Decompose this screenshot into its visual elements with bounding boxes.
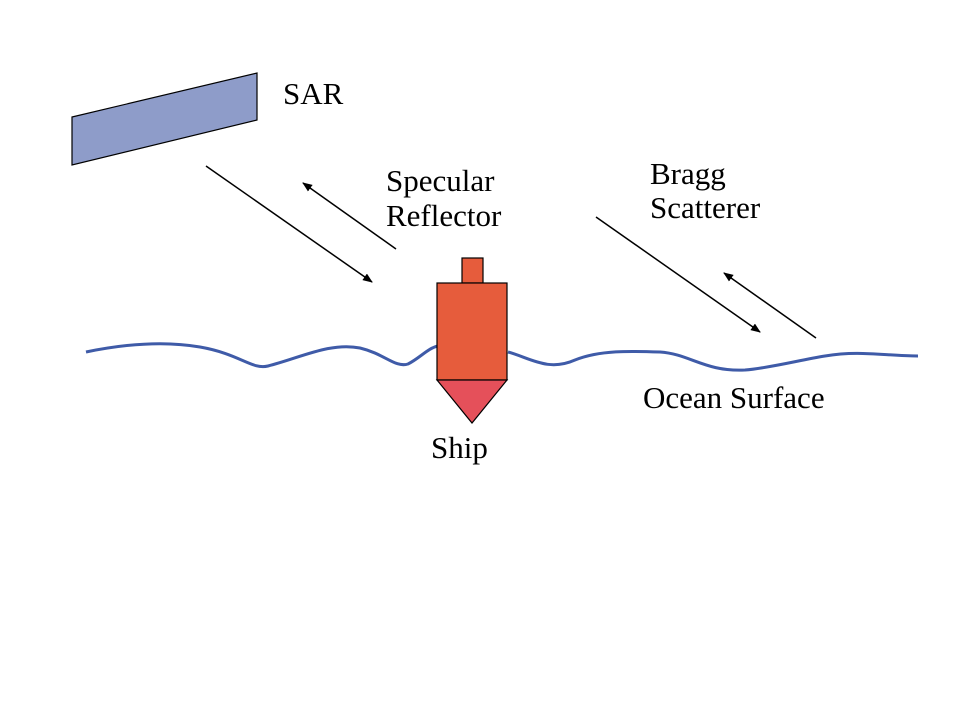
bragg-label-line2: Scatterer: [650, 190, 761, 225]
specular-label-line2: Reflector: [386, 198, 502, 233]
ocean-surface-label: Ocean Surface: [643, 380, 825, 415]
ship-mast: [461, 257, 484, 284]
ship: [435, 257, 509, 424]
ship-label: Ship: [431, 430, 488, 465]
specular-return-arrow: [302, 182, 397, 250]
specular-label: Specular Reflector: [386, 163, 502, 233]
bragg-label-line1: Bragg: [650, 156, 726, 191]
ocean-surface-wave: [85, 342, 919, 372]
specular-label-line1: Specular: [386, 163, 495, 198]
bragg-label: Bragg Scatterer: [650, 156, 761, 225]
specular-incident-arrow: [205, 165, 373, 283]
ship-hull: [436, 282, 508, 381]
sar-label: SAR: [283, 76, 344, 111]
bragg-return-arrow: [723, 272, 817, 339]
sar-antenna: [71, 72, 258, 166]
bragg-incident-arrow: [595, 216, 761, 333]
ship-bow: [435, 379, 509, 424]
